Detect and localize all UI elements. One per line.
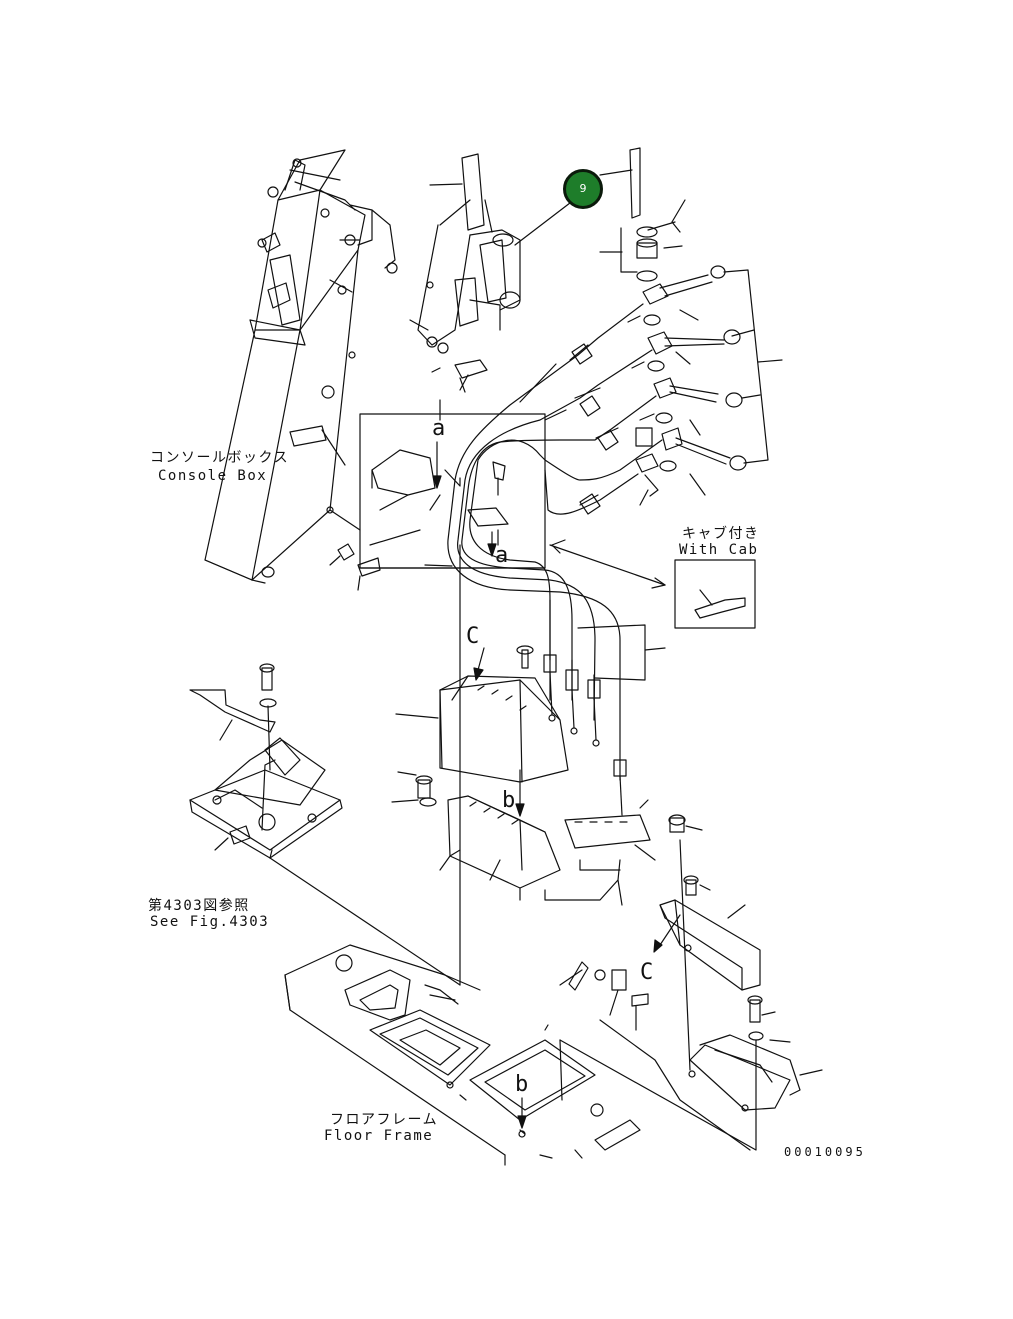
ref-letter-b-mid: b: [502, 788, 516, 813]
floor-frame-label-en: Floor Frame: [324, 1128, 434, 1144]
cable-cover: [395, 645, 569, 783]
console-bolts: [289, 425, 381, 591]
lower-cable-tray: [391, 771, 656, 889]
with-cab-label-jp: キャブ付き: [682, 526, 760, 542]
leader-lines: [329, 509, 623, 986]
left-lower-control-unit: [189, 663, 461, 986]
ref-letter-c-right: C: [640, 960, 654, 985]
with-cab-label-en: With Cab: [679, 542, 759, 558]
right-plates: [559, 814, 823, 1151]
console-box-label-en: Console Box: [158, 468, 268, 484]
bushing-stack: [599, 226, 683, 282]
floor-frame: [284, 944, 751, 1166]
centre-hardware: [559, 961, 649, 1031]
floor-frame-label-jp: フロアフレーム: [330, 1112, 439, 1128]
see-fig-label-en: See Fig.4303: [150, 914, 270, 930]
ref-letter-c-top: C: [466, 624, 480, 649]
ref-letter-a-top: a: [432, 416, 446, 441]
document-number: 00010095: [784, 1145, 866, 1159]
console-box-drawing: [204, 149, 398, 584]
control-cables: [447, 303, 666, 816]
part-callout-9[interactable]: 9: [563, 169, 603, 209]
right-lever-rod: [599, 147, 686, 233]
see-fig-label-jp: 第4303図参照: [148, 898, 250, 914]
ref-letter-a-bottom: a: [495, 543, 509, 568]
detail-box-a: [359, 399, 546, 569]
reference-arrows: [432, 441, 681, 1129]
console-box-label-jp: コンソールボックス: [150, 450, 290, 466]
cable-end-levers: [627, 265, 783, 506]
ref-letter-b-low: b: [515, 1072, 529, 1097]
with-cab-inset: [549, 539, 756, 629]
